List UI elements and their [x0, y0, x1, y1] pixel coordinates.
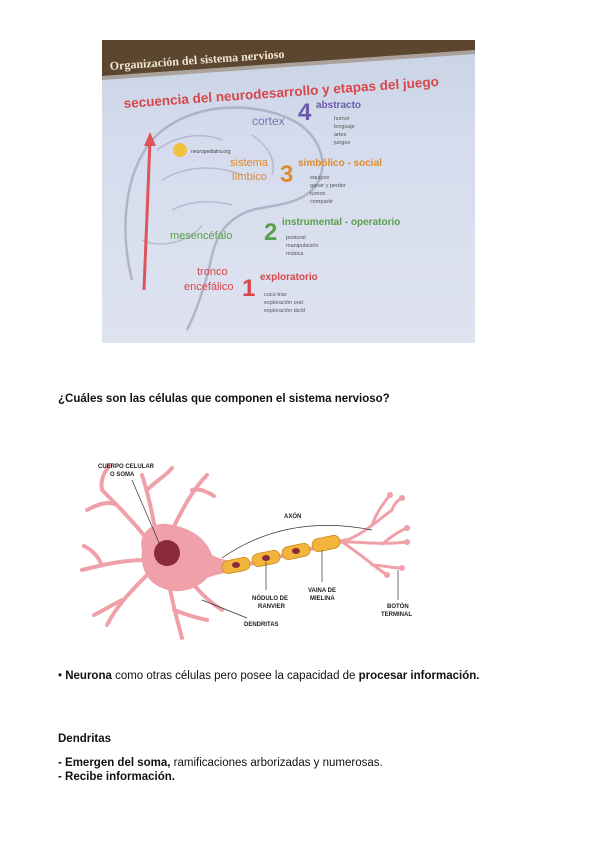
dendritas-line-1-bold: - Emergen del soma,: [58, 757, 171, 769]
label-vaina: VAINA DE: [308, 588, 336, 594]
stage-1-item: exploración oral: [264, 300, 303, 306]
stage-3-item: equipos: [310, 175, 330, 181]
stage-3-name: simbólico - social: [298, 158, 382, 169]
question-heading: ¿Cuáles son las células que componen el …: [58, 393, 390, 405]
label-mesencefalo: mesencéfalo: [170, 230, 232, 242]
stage-2-item: música: [286, 251, 304, 257]
stage-3-item: turnos: [310, 191, 326, 197]
dendritas-line-1-text: ramificaciones arborizadas y numerosas.: [170, 757, 383, 769]
neuron-diagram: CUERPO CELULAR O SOMA AXÓN NÓDULO DE RAN…: [80, 463, 412, 640]
label-nodulo: RANVIER: [258, 604, 286, 610]
label-soma: O SOMA: [110, 472, 135, 478]
neurona-term: Neurona: [65, 670, 112, 682]
stage-2-item: manipulación: [286, 243, 318, 249]
stage-4-item: artes: [334, 132, 346, 138]
stage-3-item: compartir: [310, 199, 333, 205]
bullet-marker: •: [58, 670, 63, 682]
stage-2-name: instrumental - operatorio: [282, 217, 400, 228]
stage-1-number: 1: [242, 275, 255, 302]
slide-illustration: Organización del sistema nervioso secuen…: [102, 40, 475, 331]
stage-3-item: ganar y perder: [310, 183, 346, 189]
dendritas-line-2: - Recibe información.: [58, 771, 175, 783]
progress-arrow: [142, 139, 152, 291]
label-tronco-1: tronco: [197, 266, 228, 278]
nucleus: [154, 540, 180, 566]
stage-4-item: lenguaje: [334, 124, 355, 130]
label-limbico-1: sistema: [230, 157, 269, 169]
axon-terminals: [340, 493, 409, 577]
dendritas-line-1: - Emergen del soma, ramificaciones arbor…: [58, 757, 383, 769]
stage-2-number: 2: [264, 219, 277, 246]
site-logo-icon: [173, 143, 187, 157]
slide-header-band: [102, 40, 475, 76]
neurona-bullet: • Neurona como otras células pero posee …: [58, 670, 479, 682]
stage-1-item: cucú-tras: [264, 292, 287, 298]
dendritas-line-2-bold: - Recibe información.: [58, 771, 175, 783]
arrow-head-icon: [144, 132, 156, 146]
stage-4-item: humor: [334, 116, 350, 122]
label-axon: AXÓN: [284, 512, 301, 520]
label-nodulo: NÓDULO DE: [252, 594, 288, 602]
label-cortex: cortex: [252, 114, 285, 128]
site-label: neuropediatra.org: [191, 149, 231, 155]
label-boton: TERMINAL: [381, 612, 412, 618]
stage-2-item: postural: [286, 235, 306, 241]
brain-outline: [124, 106, 324, 331]
bullet-emphasis: procesar información.: [358, 670, 480, 682]
dendritas-heading: Dendritas: [58, 733, 112, 745]
label-soma: CUERPO CELULAR: [98, 464, 155, 470]
myelin-sheath: [221, 534, 341, 575]
label-limbico-2: límbico: [232, 171, 267, 183]
slide-photo: Organización del sistema nervioso secuen…: [102, 40, 475, 343]
terminal-buttons: [384, 492, 410, 578]
stage-4-number: 4: [298, 99, 312, 126]
bullet-text: como otras células pero posee la capacid…: [111, 670, 359, 682]
label-boton: BOTÓN: [387, 602, 409, 610]
label-dendritas: DENDRITAS: [244, 622, 279, 628]
label-tronco-2: encefálico: [184, 281, 234, 293]
stage-4-item: juegos: [333, 140, 350, 146]
stage-1-item: exploración táctil: [264, 308, 305, 314]
stage-1-name: exploratorio: [260, 272, 318, 283]
label-vaina: MIELINA: [310, 596, 335, 602]
stage-4-name: abstracto: [316, 100, 361, 111]
stage-3-number: 3: [280, 161, 293, 188]
slide-title: secuencia del neurodesarrollo y etapas d…: [123, 74, 439, 111]
